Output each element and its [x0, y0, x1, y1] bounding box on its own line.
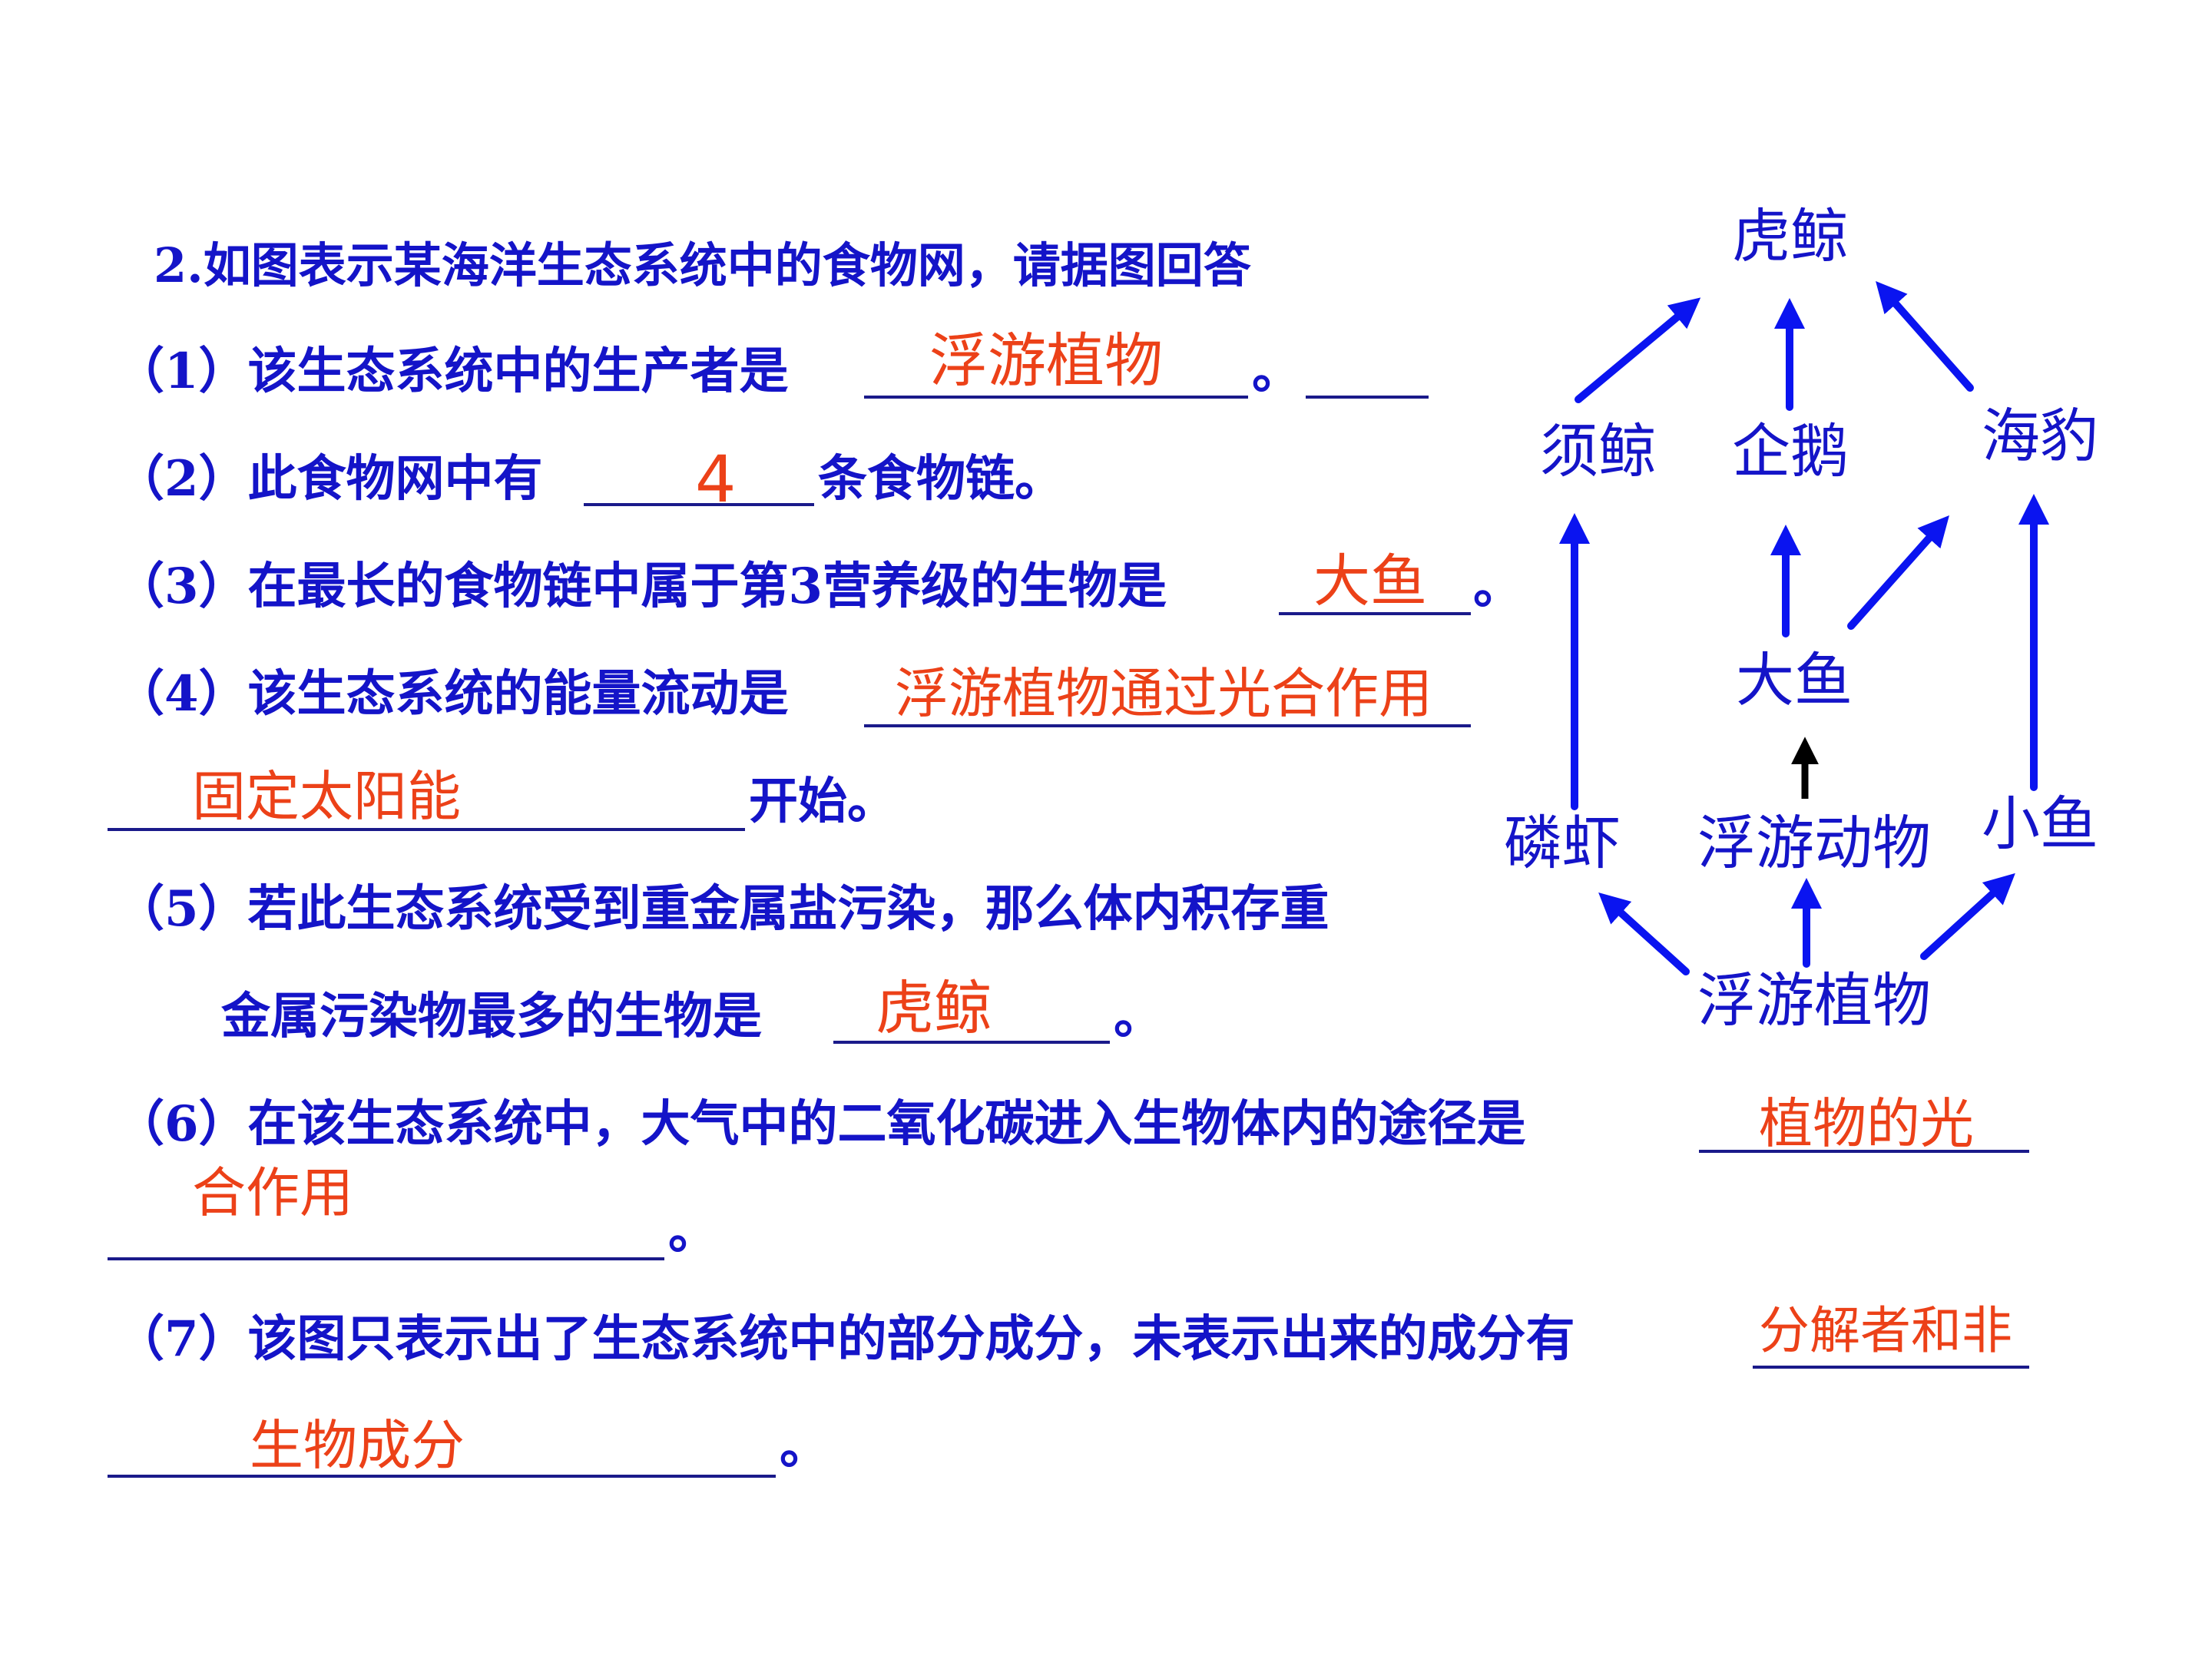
- q6-answer-line1: 植物的光: [1759, 1092, 1974, 1155]
- node-krill: 磷虾: [1504, 809, 1621, 877]
- q1-answer: 浮游植物: [929, 326, 1163, 395]
- q7-answer-line2: 生物成分: [250, 1414, 465, 1477]
- q4-answer-line1: 浮游植物通过光合作用: [895, 662, 1432, 725]
- arrow-phyto-to-smallfish: [1920, 873, 2015, 960]
- q6-text: （6）在该生态系统中，大气中的二氧化碳进入生物体内的途径是: [115, 1095, 1526, 1153]
- q7-blank-line-2: [108, 1475, 776, 1478]
- node-penguin: 企鹅: [1732, 417, 1849, 485]
- q6-answer-line2: 合作用: [192, 1161, 353, 1224]
- node-small-fish: 小鱼: [1982, 790, 2098, 858]
- q4-blank-line-2: [108, 828, 745, 831]
- q1-blank-line: [864, 396, 1248, 399]
- q7-answer-line1: 分解者和非: [1759, 1301, 2012, 1360]
- q7-text: （7）该图只表示出了生态系统中的部分成分，未表示出来的成分有: [115, 1310, 1575, 1368]
- q7-blank-line-1: [1753, 1366, 2029, 1369]
- q2-answer: 4: [695, 442, 737, 517]
- arrow-bigfish-to-seal: [1847, 515, 1949, 630]
- node-baleen-whale: 须鲸: [1540, 417, 1657, 485]
- q2-text: （2）此食物网中有: [115, 450, 543, 508]
- q5-text-line2: 金属污染物最多的生物是: [221, 988, 762, 1045]
- node-seal: 海豹: [1982, 402, 2098, 470]
- node-orca: 虎鲸: [1732, 202, 1849, 270]
- q7-end: 。: [780, 1418, 829, 1475]
- q4-end: 开始。: [749, 773, 896, 830]
- node-phytoplankton: 浮游植物: [1697, 966, 1931, 1035]
- q4-answer-line2: 固定太阳能: [192, 765, 461, 828]
- q5-end: 。: [1114, 988, 1163, 1045]
- q3-text: （3）在最长的食物链中属于第3营养级的生物是: [115, 558, 1167, 615]
- q4-blank-line-1: [864, 724, 1471, 727]
- q1-extra-line: [1306, 396, 1429, 399]
- arrow-seal-to-orca: [1876, 281, 1974, 392]
- q6-end: 。: [668, 1203, 717, 1260]
- q1-text: （1）该生态系统中的生产者是: [115, 343, 789, 400]
- node-zooplankton: 浮游动物: [1697, 809, 1931, 877]
- q3-answer: 大鱼: [1313, 548, 1427, 614]
- q2-end: 条食物链。: [818, 450, 1064, 508]
- q2-blank-line: [584, 503, 814, 506]
- q6-blank-line-1: [1699, 1150, 2029, 1153]
- node-big-fish: 大鱼: [1736, 646, 1853, 714]
- q1-end: 。: [1252, 343, 1301, 400]
- q5-blank-line: [833, 1041, 1110, 1044]
- q6-blank-line-2: [108, 1257, 664, 1260]
- arrow-baleen-to-orca: [1575, 297, 1701, 403]
- q3-end: 。: [1473, 558, 1522, 615]
- q5-answer: 虎鲸: [876, 974, 992, 1042]
- arrow-phyto-to-krill: [1598, 892, 1690, 975]
- q5-text-line1: （5）若此生态系统受到重金属盐污染，那么体内积存重: [115, 880, 1330, 938]
- q4-text: （4）该生态系统的能量流动是: [115, 665, 789, 723]
- question-title: 2.如图表示某海洋生态系统中的食物网，请据图回答: [154, 237, 1251, 293]
- q3-blank-line: [1279, 612, 1471, 615]
